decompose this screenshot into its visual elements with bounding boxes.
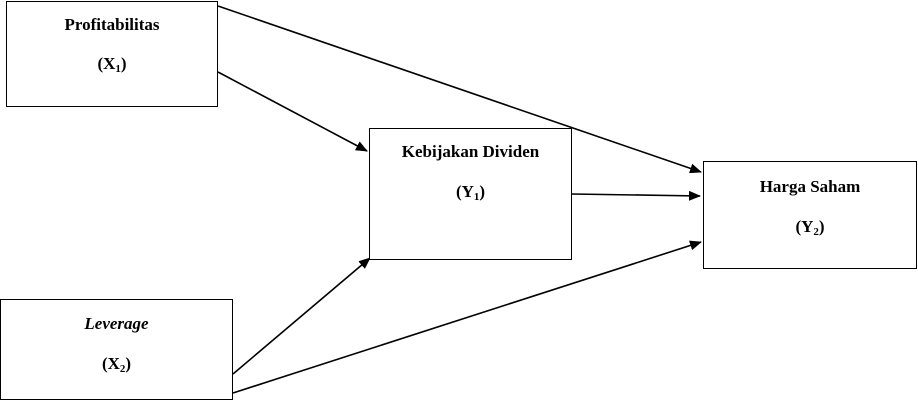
node-title: Leverage (84, 314, 149, 333)
arrow-y1-to-y2 (571, 190, 701, 201)
arrow-x2-to-y2 (232, 240, 702, 394)
node-code: (X2) (101, 354, 132, 375)
node-title: Profitabilitas (64, 15, 160, 34)
node-harga-saham: Harga Saham (Y2) (703, 161, 917, 269)
code-subscript: 1 (473, 191, 480, 203)
node-code: (Y1) (455, 182, 486, 203)
arrow-x2-to-y1 (232, 257, 371, 375)
code-letter: Y (461, 182, 474, 201)
code-subscript: 1 (115, 63, 121, 75)
arrow-x1-to-y2 (217, 5, 702, 174)
code-letter: Y (801, 217, 814, 236)
node-kebijakan-dividen: Kebijakan Dividen (Y1) (369, 128, 572, 260)
node-code: (X1) (97, 54, 127, 75)
node-code: (Y2) (795, 217, 825, 238)
node-title: Kebijakan Dividen (401, 142, 540, 161)
node-leverage: Leverage (X2) (0, 299, 233, 400)
code-letter: X (107, 354, 120, 373)
code-subscript: 2 (119, 363, 126, 375)
code-subscript: 2 (813, 226, 819, 238)
node-title: Harga Saham (759, 177, 861, 196)
arrow-x1-to-y1 (217, 71, 368, 152)
code-letter: X (103, 54, 116, 73)
node-profitabilitas: Profitabilitas (X1) (6, 1, 218, 107)
